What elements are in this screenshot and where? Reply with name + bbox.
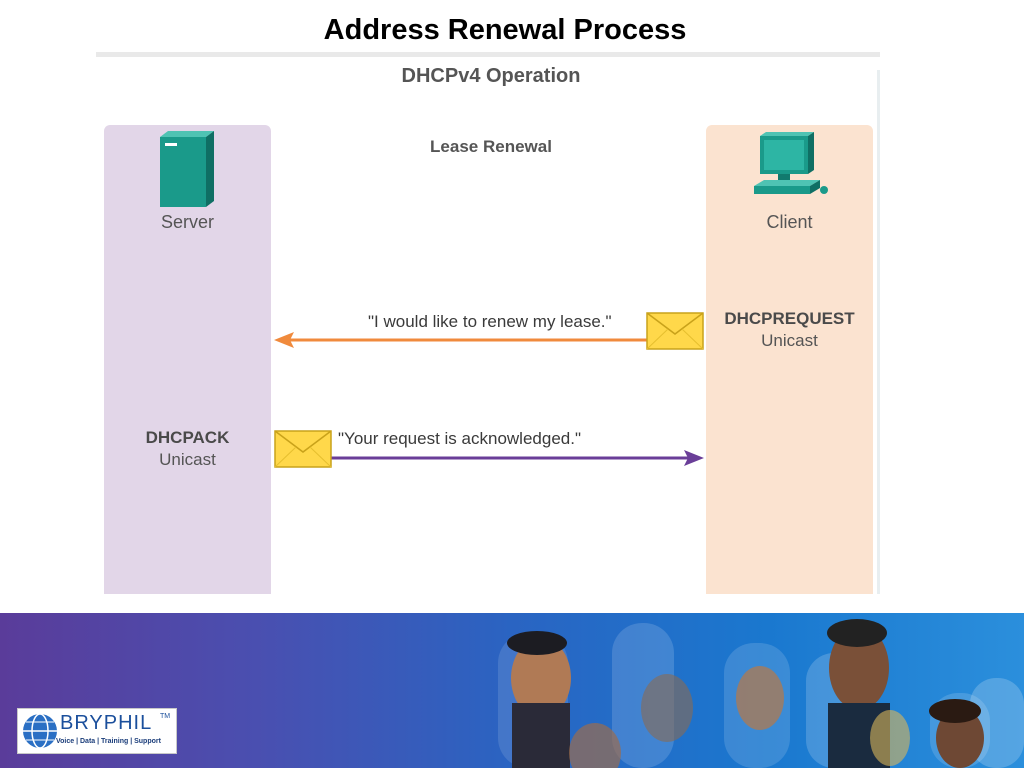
slide-title: Address Renewal Process — [323, 14, 687, 46]
ack-arrow-head — [684, 450, 704, 466]
dhcp-diagram: DHCPv4 Operation Lease Renewal Server Cl… — [96, 52, 880, 594]
server-icon — [160, 131, 214, 207]
diagram-top-bar — [96, 52, 880, 57]
logo-name: BRYPHIL — [60, 712, 153, 734]
ack-message-name: DHCPACK — [145, 428, 230, 447]
client-label: Client — [766, 212, 813, 232]
diagram-right-edge — [877, 70, 880, 594]
ack-quote: "Your request is acknowledged." — [338, 429, 581, 448]
computer-icon — [754, 132, 828, 194]
company-logo: BRYPHIL TM Voice | Data | Training | Sup… — [17, 708, 177, 754]
envelope-icon — [274, 430, 332, 468]
server-label: Server — [160, 212, 214, 232]
diagram-title: DHCPv4 Operation — [401, 65, 581, 87]
request-message-mode: Unicast — [761, 331, 818, 350]
ack-message-mode: Unicast — [159, 450, 216, 469]
banner-people-graphic — [498, 619, 1024, 768]
request-arrow-head — [274, 332, 294, 348]
footer-banner: BRYPHIL TM Voice | Data | Training | Sup… — [0, 613, 1024, 768]
globe-icon — [23, 713, 57, 749]
diagram-subtitle: Lease Renewal — [430, 137, 552, 156]
client-lane — [706, 125, 873, 594]
logo-tagline: Voice | Data | Training | Support — [56, 738, 161, 745]
message-arrows — [274, 332, 704, 466]
logo-trademark: TM — [160, 713, 171, 720]
request-message-name: DHCPREQUEST — [724, 309, 855, 328]
envelope-icon — [646, 312, 704, 350]
request-quote: "I would like to renew my lease." — [368, 312, 612, 331]
